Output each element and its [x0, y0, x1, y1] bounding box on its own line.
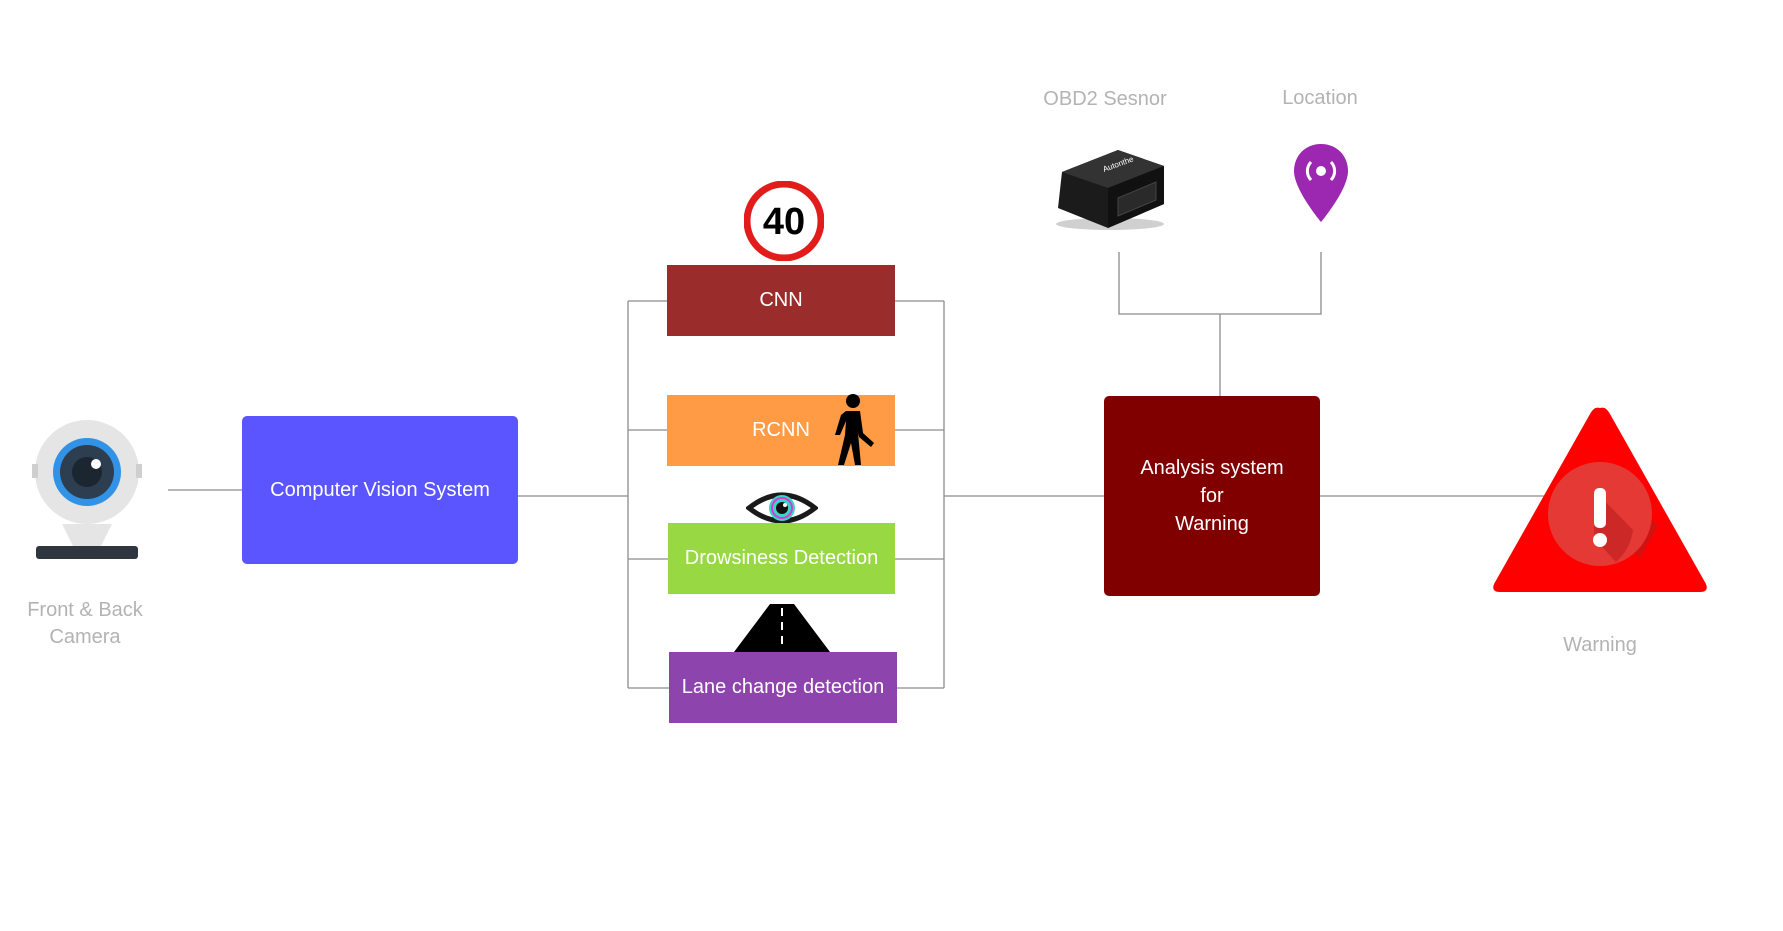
obd2-sensor-label: OBD2 Sesnor — [1043, 88, 1167, 110]
speed-limit-value: 40 — [763, 201, 805, 243]
lane-change-detection-box[interactable]: Lane change detection — [669, 652, 897, 723]
cnn-label: CNN — [759, 289, 803, 311]
speed-limit-sign-icon: 40 — [743, 180, 825, 262]
left-branch-lines — [628, 300, 669, 689]
location-label: Location — [1282, 87, 1358, 109]
sensor-join-line — [1118, 252, 1322, 315]
right-branch-lines — [895, 300, 944, 689]
eye-icon — [744, 488, 820, 528]
lane-change-detection-label: Lane change detection — [681, 676, 885, 698]
cnn-box[interactable]: CNN — [667, 265, 895, 336]
camera-label: Front & Back Camera — [5, 597, 165, 651]
location-pin-icon — [1292, 142, 1350, 224]
analysis-system-box[interactable]: Analysis system for Warning — [1104, 396, 1320, 596]
computer-vision-system-box[interactable]: Computer Vision System — [242, 416, 518, 564]
pedestrian-icon — [830, 393, 876, 467]
warning-triangle-icon — [1490, 402, 1710, 594]
analysis-label-line3: Warning — [1175, 513, 1249, 535]
camera-label-line1: Front & Back — [27, 599, 143, 621]
rcnn-label: RCNN — [752, 419, 810, 441]
warning-label: Warning — [1563, 634, 1637, 656]
camera-label-line2: Camera — [49, 626, 121, 648]
drowsiness-detection-label: Drowsiness Detection — [684, 547, 879, 569]
drowsiness-detection-box[interactable]: Drowsiness Detection — [668, 523, 895, 594]
webcam-icon — [30, 420, 144, 560]
analysis-label-line1: Analysis system — [1140, 457, 1284, 479]
road-icon — [734, 604, 830, 652]
computer-vision-system-label: Computer Vision System — [270, 478, 490, 501]
analysis-label-line2: for — [1200, 485, 1224, 507]
obd2-device-icon: Autonthe — [1048, 142, 1170, 234]
